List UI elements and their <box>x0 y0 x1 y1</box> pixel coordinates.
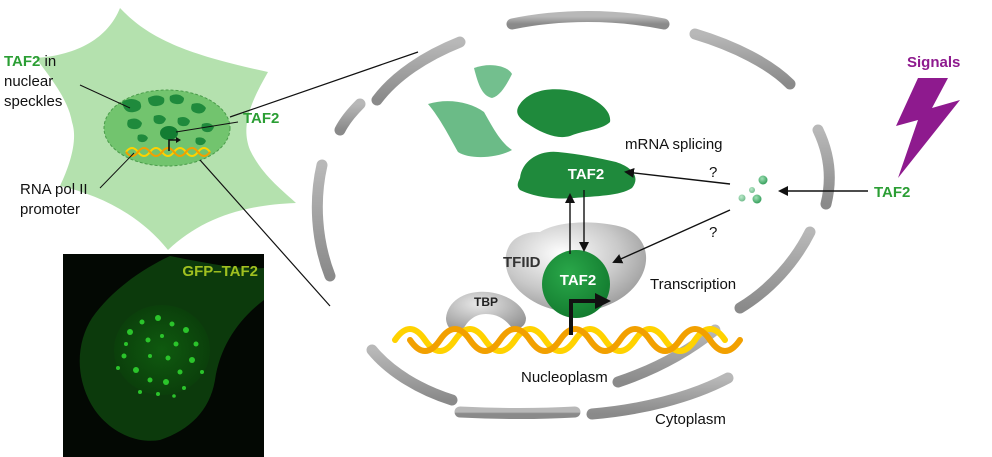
taf2-incoming-label: TAF2 <box>874 184 910 201</box>
taf2-cell-label: TAF2 <box>243 110 279 127</box>
arrow-droplets-to-transcription <box>612 209 731 264</box>
taf2-splicing-label: TAF2 <box>568 166 604 183</box>
nuclear-envelope <box>311 11 835 420</box>
question-upper: ? <box>709 164 717 181</box>
taf2-transcription-label: TAF2 <box>560 272 596 289</box>
tbp-protein <box>446 291 526 333</box>
gfp-micrograph: GFP–TAF2 <box>63 254 264 457</box>
rna-pol-label: RNA pol II <box>20 181 88 198</box>
taf2-speckles-label: TAF2 in <box>4 53 56 70</box>
zoom-line-bottom <box>199 159 331 307</box>
question-lower: ? <box>709 224 717 241</box>
taf2-nucleus-spot <box>160 126 178 140</box>
zoom-line-top <box>229 51 419 118</box>
cytoplasm-label: Cytoplasm <box>655 411 726 428</box>
dna-helix <box>392 326 743 354</box>
speckles-label: speckles <box>4 93 62 110</box>
nuclear-label: nuclear <box>4 73 53 90</box>
taf2-droplets <box>738 175 768 204</box>
promoter-label: promoter <box>20 201 80 218</box>
speckle-light-1 <box>474 65 512 98</box>
arrows <box>565 167 868 264</box>
cell-schematic <box>36 8 296 250</box>
nucleoplasm-label: Nucleoplasm <box>521 369 608 386</box>
speckle-dark-taf2 <box>517 151 636 199</box>
lightning-bolt-icon <box>896 78 960 178</box>
arrow-droplets-to-splicing <box>624 167 731 185</box>
nuclear-speckles <box>122 94 214 146</box>
transcription-label: Transcription <box>650 276 736 293</box>
gfp-taf2-label: GFP–TAF2 <box>182 263 258 280</box>
tbp-label: TBP <box>474 295 498 309</box>
nuclear-speckles-large <box>428 65 636 199</box>
speckle-light-2 <box>428 101 512 158</box>
tfiid-label: TFIID <box>503 254 541 271</box>
mrna-splicing-label: mRNA splicing <box>625 136 723 153</box>
speckle-dark-1 <box>517 89 611 138</box>
signals-label: Signals <box>907 54 960 71</box>
mini-dna <box>125 147 211 157</box>
mini-promoter-arrow <box>168 139 178 151</box>
promoter-arrow <box>569 299 597 335</box>
